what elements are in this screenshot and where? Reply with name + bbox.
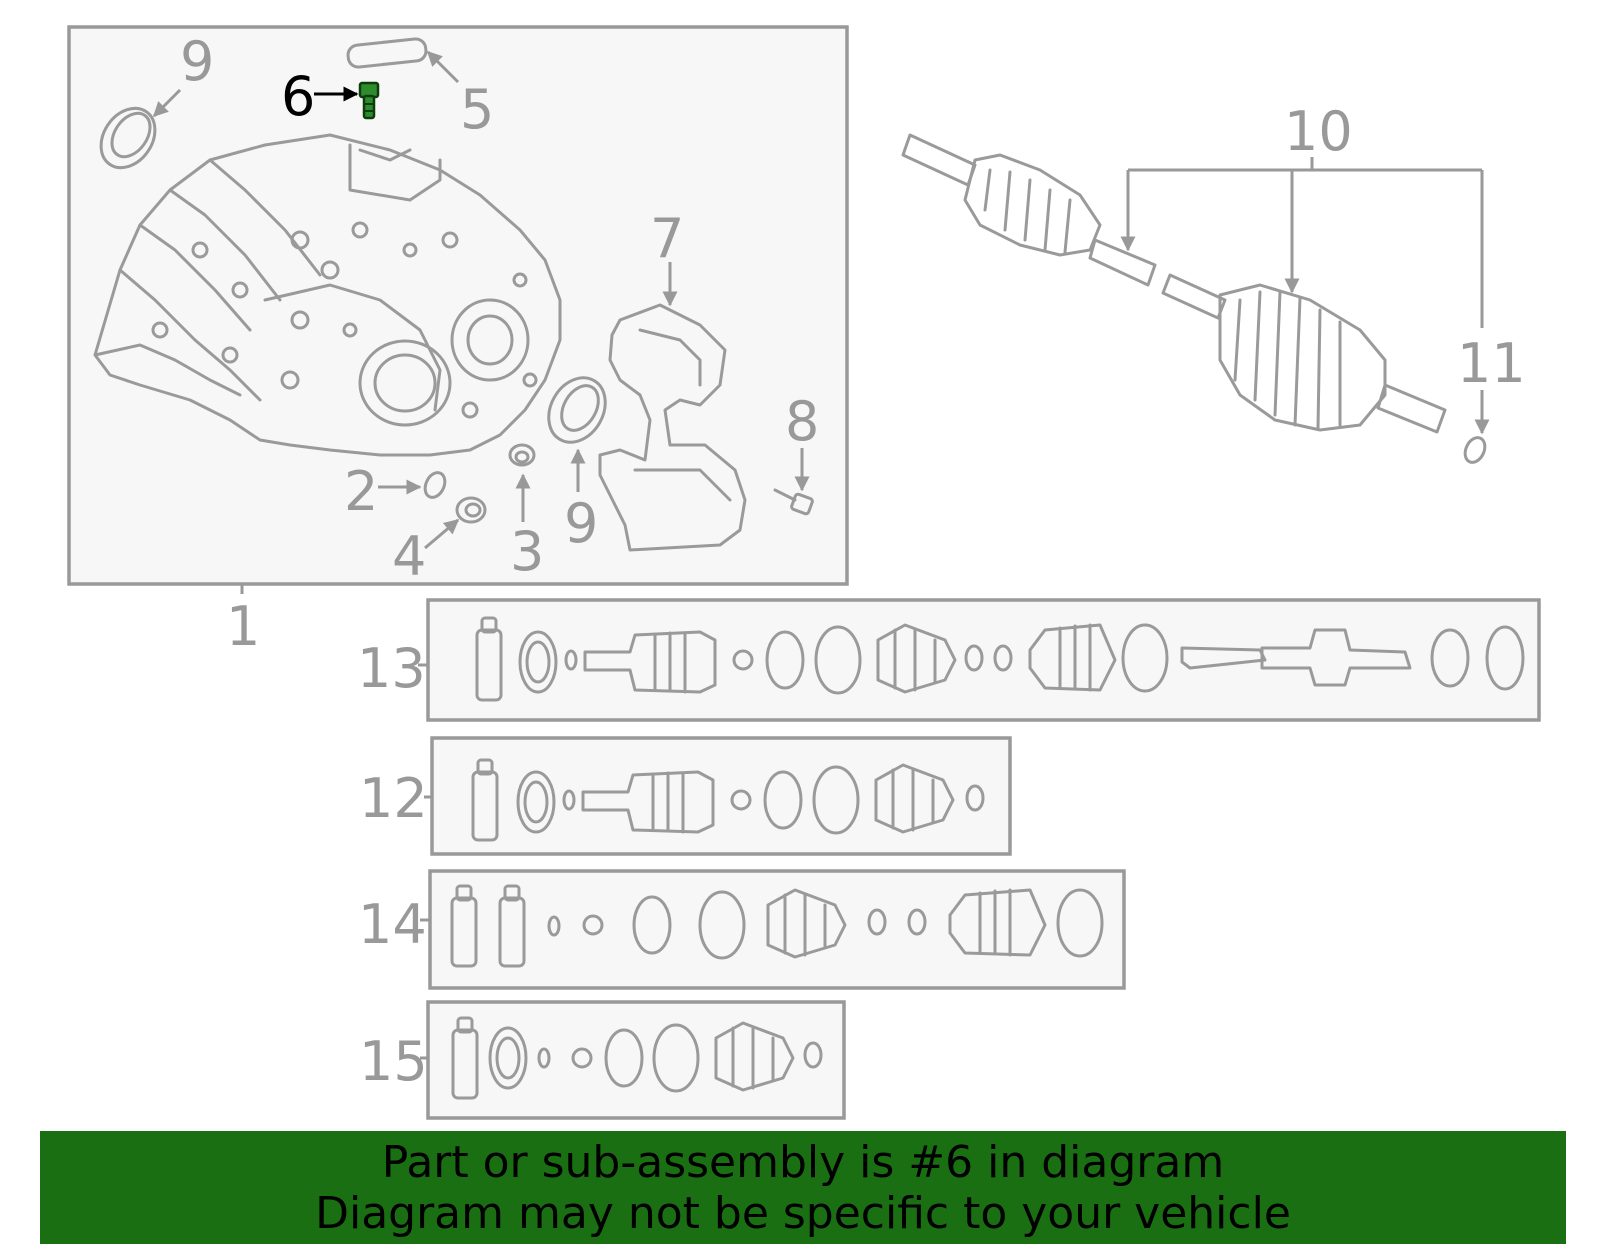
leader-4 bbox=[424, 518, 460, 550]
plug-part-4[interactable] bbox=[455, 496, 487, 524]
leader-5 bbox=[426, 50, 460, 84]
callout-5: 5 bbox=[460, 78, 494, 141]
callout-13: 13 bbox=[357, 637, 426, 700]
bolt-part-8[interactable] bbox=[773, 488, 814, 516]
kit-12-parts[interactable] bbox=[471, 758, 985, 842]
callout-12: 12 bbox=[359, 767, 428, 830]
callout-3: 3 bbox=[510, 520, 544, 583]
kit-14-parts[interactable] bbox=[450, 884, 1104, 968]
callout-9-upper: 9 bbox=[180, 30, 214, 93]
callout-2: 2 bbox=[344, 460, 378, 523]
o-ring-part-2[interactable] bbox=[421, 469, 448, 500]
snap-ring-part-11[interactable] bbox=[1461, 434, 1488, 465]
callout-1: 1 bbox=[226, 595, 260, 658]
banner-line-part-number: Part or sub-assembly is #6 in diagram bbox=[381, 1137, 1225, 1188]
leader-9-upper bbox=[152, 88, 182, 118]
bracket-part-7[interactable] bbox=[598, 303, 747, 552]
transaxle-assembly-box bbox=[67, 25, 849, 586]
plug-part-3[interactable] bbox=[508, 443, 536, 467]
callout-7: 7 bbox=[650, 207, 684, 270]
callout-15: 15 bbox=[359, 1030, 428, 1093]
callout-8: 8 bbox=[785, 390, 819, 453]
kit-15-parts[interactable] bbox=[451, 1016, 823, 1100]
transaxle-housing[interactable] bbox=[93, 133, 562, 457]
boot-kit-box-13 bbox=[426, 598, 1541, 722]
callout-9-lower: 9 bbox=[564, 492, 598, 555]
info-banner: Part or sub-assembly is #6 in diagram Di… bbox=[40, 1131, 1566, 1244]
leader-10 bbox=[1120, 157, 1484, 328]
callout-4: 4 bbox=[392, 525, 426, 588]
bolt-part-6-highlighted[interactable] bbox=[358, 81, 380, 120]
callout-6: 6 bbox=[281, 65, 315, 128]
gasket-part-5[interactable] bbox=[346, 37, 428, 69]
banner-line-disclaimer: Diagram may not be specific to your vehi… bbox=[315, 1188, 1291, 1239]
callout-10: 10 bbox=[1284, 100, 1353, 163]
kit-13-parts[interactable] bbox=[475, 616, 1525, 702]
callout-11: 11 bbox=[1457, 332, 1526, 395]
callout-14: 14 bbox=[358, 893, 427, 956]
boot-kit-box-14 bbox=[428, 869, 1126, 990]
drive-shaft-assembly-part-10[interactable] bbox=[901, 133, 1447, 434]
oil-seal-part-9-upper[interactable] bbox=[90, 98, 166, 178]
oil-seal-part-9-lower[interactable] bbox=[537, 368, 616, 453]
